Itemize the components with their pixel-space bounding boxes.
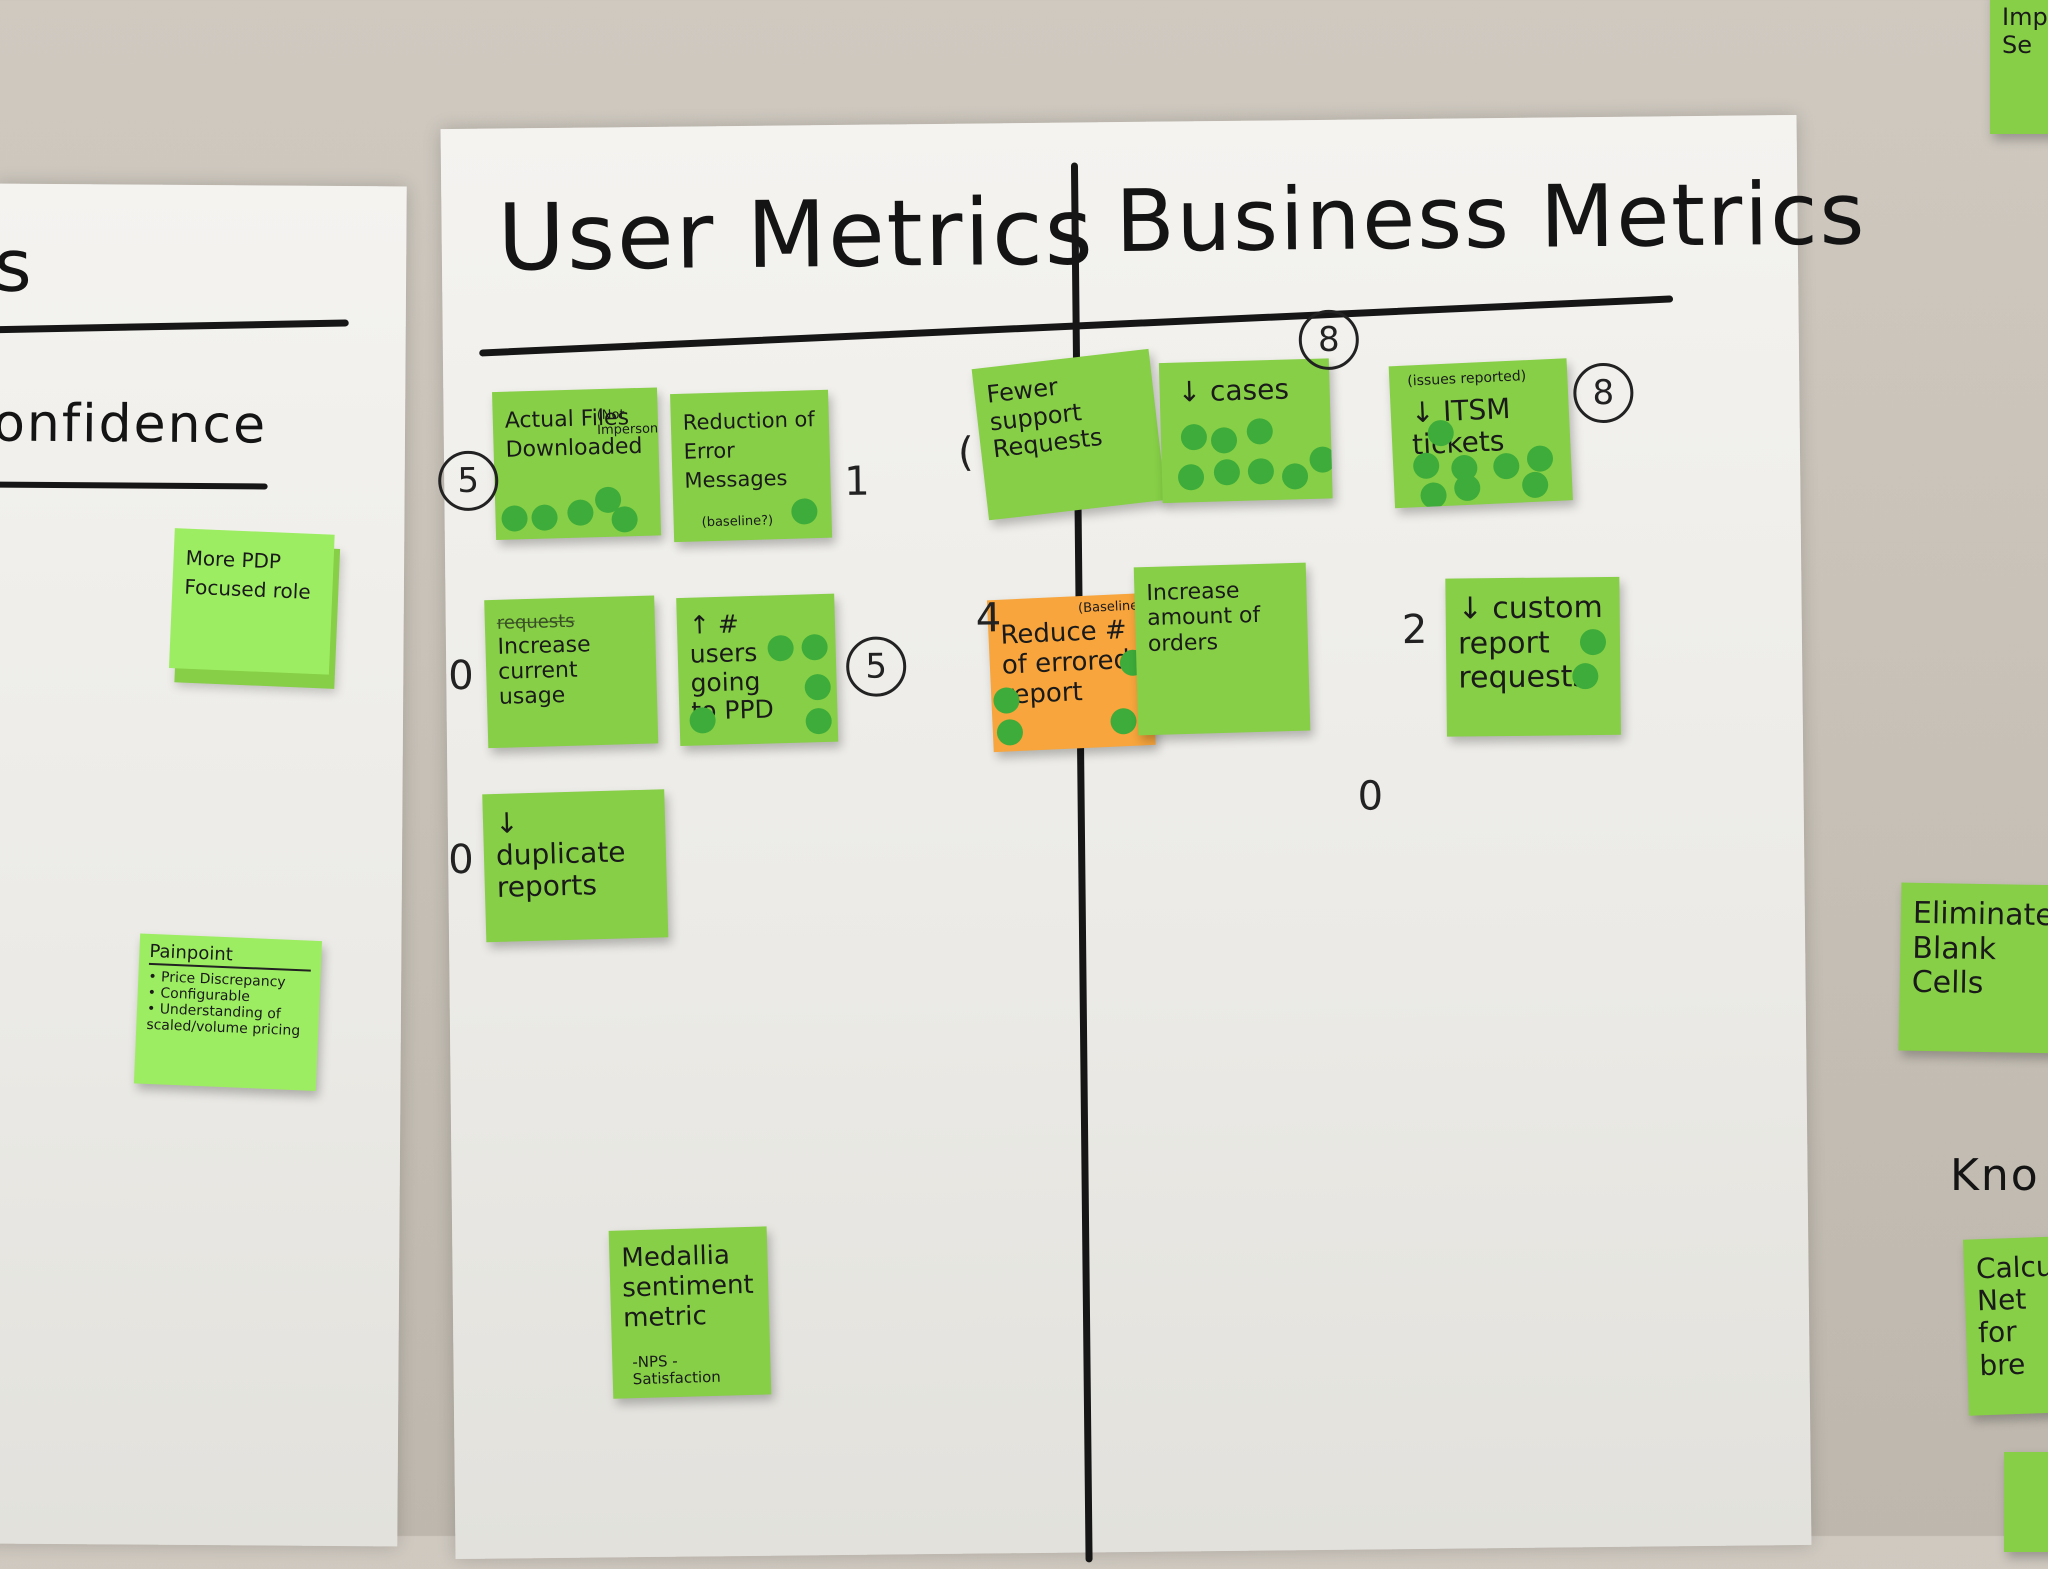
- vote-count: 0: [448, 652, 474, 700]
- note-aside: -NPS - Satisfaction: [632, 1351, 722, 1388]
- vote-dot: [805, 707, 833, 735]
- note-right-bottom-fragment: Calcu Net for bre: [1962, 1236, 2048, 1416]
- vote-dot: [801, 633, 828, 661]
- vote-count: 8: [1573, 362, 1634, 424]
- note-actual-files: Actual Files Downloaded (Not Impersonate…: [492, 387, 662, 541]
- vote-dot: [689, 707, 716, 734]
- note-painpoint: Painpoint • Price Discrepancy • Configur…: [133, 933, 323, 1091]
- vote-count: 0: [447, 836, 474, 884]
- main-flipchart: User Metrics Business Metrics Actual Fil…: [437, 114, 1867, 1563]
- note-text: Medallia sentiment metric: [621, 1240, 755, 1334]
- note-right-corner: [2004, 1452, 2048, 1552]
- note-text: Fewer support Requests: [985, 372, 1104, 464]
- vote-count: (: [957, 429, 974, 476]
- note-medallia: Medallia sentiment metric -NPS - Satisfa…: [608, 1226, 772, 1399]
- vote-count: 4: [975, 595, 1002, 642]
- note-eliminate-blank: Eliminate Blank Cells: [1898, 882, 2048, 1054]
- vote-count: 8: [1298, 309, 1360, 371]
- note-text: Increase amount of orders: [1146, 578, 1261, 657]
- vote-dot: [1247, 457, 1275, 485]
- painpoint-title: Painpoint: [148, 941, 312, 972]
- vote-dot: [791, 498, 818, 525]
- note-reduce-errored: (Baseline) Reduce # of errored report: [986, 592, 1156, 753]
- vote-dot: [1109, 707, 1138, 735]
- left-subtitle-fragment: onfidence: [0, 393, 268, 456]
- left-flipchart: s onfidence More PDP Focused role Painpo…: [0, 183, 407, 1547]
- note-fewer-support: Fewer support Requests: [971, 348, 1166, 521]
- note-struck-text: requests: [496, 610, 575, 634]
- note-text: Increase current usage: [497, 631, 591, 711]
- note-text: ↓ cases: [1177, 372, 1290, 409]
- painpoint-item: • Understanding of scaled/volume pricing: [146, 1000, 301, 1040]
- note-aside: (issues reported): [1407, 368, 1527, 390]
- note-users-ppd: ↑ # users going to PPD: [676, 593, 839, 747]
- left-subtitle-rule: [0, 481, 268, 490]
- note-aside: (Not Impersonated): [596, 407, 662, 439]
- note-text: Eliminate Blank Cells: [1911, 895, 2048, 1001]
- vote-dot: [1492, 452, 1520, 480]
- vote-count: 0: [1357, 773, 1384, 820]
- vote-dot: [804, 673, 832, 701]
- vote-count: 5: [437, 450, 499, 512]
- note-custom-report: ↓ custom report requests: [1445, 576, 1621, 737]
- note-reduction-error: Reduction of Error Messages (baseline?): [670, 389, 833, 543]
- vote-dot: [1419, 481, 1448, 509]
- note-text: ↓ duplicate reports: [494, 806, 626, 905]
- vote-count: 5: [845, 636, 907, 697]
- note-more-pdp: More PDP Focused role: [168, 528, 335, 675]
- business-metrics-title: Business Metrics: [1115, 164, 1867, 273]
- vote-dot: [1572, 663, 1599, 690]
- note-increase-usage: requests Increase current usage: [484, 595, 659, 749]
- left-title-rule: [0, 319, 349, 334]
- vote-dot: [996, 718, 1024, 746]
- vote-dot: [1177, 463, 1205, 491]
- vote-dot: [1453, 474, 1481, 502]
- vote-dot: [501, 505, 528, 532]
- vote-dot: [531, 504, 558, 532]
- vote-dot: [1579, 628, 1607, 656]
- note-more-pdp-text: More PDP Focused role: [183, 545, 312, 604]
- vote-dot: [1210, 426, 1238, 454]
- vote-dot: [1309, 446, 1333, 473]
- user-metrics-title: User Metrics: [497, 178, 1096, 292]
- vote-count: 1: [844, 458, 870, 505]
- vote-dot: [1412, 452, 1440, 480]
- note-duplicate-reports: ↓ duplicate reports: [482, 789, 669, 943]
- note-cases: ↓ cases: [1158, 358, 1333, 504]
- vote-dot: [1180, 423, 1208, 451]
- vote-dot: [767, 634, 794, 662]
- note-increase-orders: Increase amount of orders: [1133, 562, 1311, 736]
- note-text: Calcu Net for bre: [1975, 1249, 2048, 1382]
- vote-dot: [1213, 458, 1241, 486]
- note-text: Reduction of Error Messages: [682, 407, 816, 493]
- note-aside: (baseline?): [701, 513, 774, 531]
- note-text: Imp Se: [2002, 3, 2048, 59]
- vote-dot: [1521, 471, 1549, 499]
- vote-dot: [567, 499, 594, 527]
- vote-dot: [1526, 445, 1554, 473]
- vote-dot: [611, 506, 638, 533]
- vote-count: 2: [1401, 606, 1428, 654]
- right-heading-fragment: Kno: [1950, 1150, 2040, 1201]
- vote-dot: [1246, 417, 1274, 445]
- left-title-fragment: s: [0, 223, 34, 308]
- vote-dot: [1281, 463, 1309, 490]
- note-right-top-fragment: Imp Se: [1990, 0, 2048, 134]
- note-itsm-tickets: (issues reported) ↓ ITSM tickets: [1388, 358, 1573, 509]
